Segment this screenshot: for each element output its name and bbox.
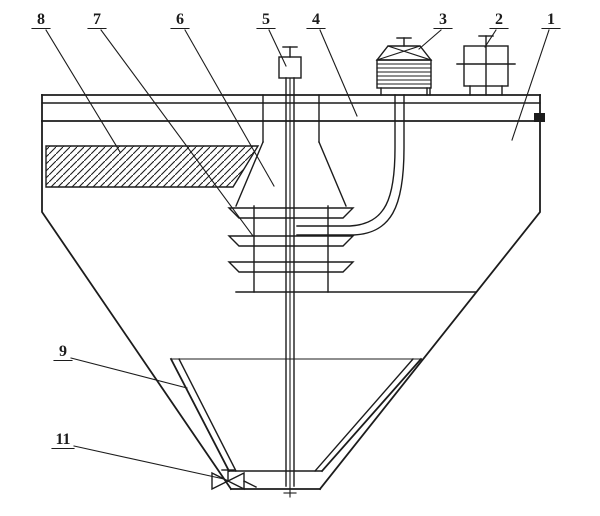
tank-right-wall bbox=[318, 120, 541, 491]
baffle-fin-3 bbox=[227, 261, 355, 273]
callout-6: 6 bbox=[176, 11, 184, 28]
leader-line-8 bbox=[45, 29, 121, 153]
callout-9: 9 bbox=[59, 343, 67, 360]
bearing-housing bbox=[278, 56, 302, 79]
baffle-fin-1 bbox=[227, 207, 355, 219]
inner-cone-right-outer bbox=[320, 357, 423, 473]
leader-line-4 bbox=[319, 29, 358, 117]
valve-stub-pipe bbox=[243, 480, 257, 488]
leader-line-5 bbox=[268, 29, 287, 67]
feed-pipe-outer-line bbox=[296, 94, 396, 227]
inner-cone bbox=[169, 357, 423, 473]
baffle-fin-2 bbox=[227, 235, 355, 247]
callout-7: 7 bbox=[93, 11, 101, 28]
center-shaft bbox=[278, 46, 302, 498]
leader-line-6 bbox=[184, 29, 275, 187]
feedwell-flare-left bbox=[235, 141, 264, 207]
feed-distribution-plate bbox=[45, 145, 260, 188]
inner-cone-left-inner bbox=[178, 358, 237, 472]
tank-shell bbox=[41, 120, 541, 491]
motor-bell-diagonal-2 bbox=[376, 45, 421, 61]
leader-line-11 bbox=[73, 445, 225, 480]
callout-2: 2 bbox=[495, 11, 503, 28]
leader-line-2 bbox=[484, 29, 497, 48]
inner-cone-right-inner bbox=[314, 358, 414, 472]
callout-4: 4 bbox=[312, 11, 320, 28]
callout-8: 8 bbox=[37, 11, 45, 28]
leader-lines bbox=[45, 29, 550, 480]
tank-left-wall bbox=[41, 120, 233, 491]
leader-line-1 bbox=[511, 29, 550, 141]
leader-line-7 bbox=[100, 29, 254, 237]
feedwell-flare-right bbox=[318, 141, 347, 207]
leader-line-3 bbox=[418, 29, 442, 50]
inner-cone-left-outer bbox=[169, 357, 231, 473]
callout-3: 3 bbox=[439, 11, 447, 28]
feed-pipe bbox=[296, 94, 405, 236]
discharge-valve bbox=[211, 469, 257, 491]
motor-body bbox=[376, 59, 432, 89]
hatched-plate bbox=[45, 145, 260, 188]
feedwell-assembly bbox=[227, 94, 355, 293]
callout-labels: 8 7 6 5 4 3 2 1 9 11 bbox=[31, 11, 561, 450]
callout-5: 5 bbox=[262, 11, 270, 28]
leader-line-9 bbox=[70, 357, 188, 389]
drive-motor bbox=[375, 37, 433, 96]
callout-1: 1 bbox=[547, 11, 555, 28]
valve-left-triangle bbox=[211, 471, 230, 491]
motor-bell-diagonal-1 bbox=[387, 45, 432, 61]
feed-pipe-inner-line bbox=[296, 94, 405, 236]
callout-11: 11 bbox=[55, 431, 70, 448]
top-deck bbox=[41, 87, 545, 122]
overflow-port-mark bbox=[534, 113, 545, 122]
